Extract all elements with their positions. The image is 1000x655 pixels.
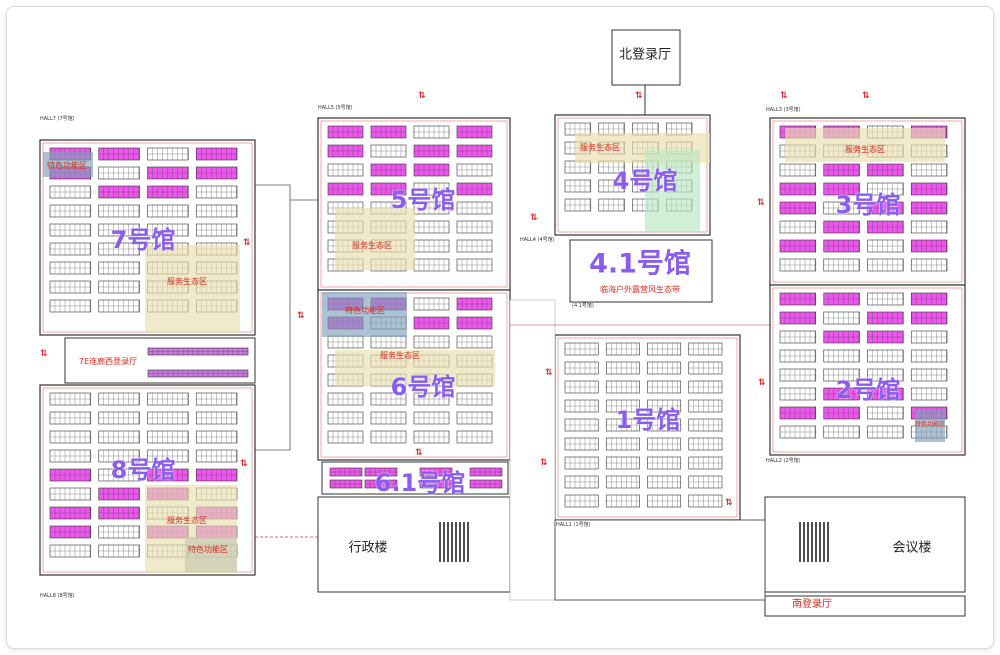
service-zone-8: 服务生态区 bbox=[167, 516, 207, 525]
conference-building[interactable]: 会议楼 bbox=[892, 540, 932, 556]
service-zone-4: 服务生态区 bbox=[580, 143, 620, 152]
hall-2-inner-wall bbox=[772, 287, 963, 453]
service-zone bbox=[785, 128, 945, 162]
admin-building[interactable]: 行政楼 bbox=[348, 540, 388, 556]
hall-8-label[interactable]: 8号馆 bbox=[110, 456, 176, 484]
north-entry-box bbox=[611, 29, 681, 86]
feature-zone-7: 特色功能区 bbox=[47, 161, 87, 170]
hall-6-label[interactable]: 6号馆 bbox=[390, 373, 456, 401]
entry-arrow-icon: ⇅ bbox=[40, 349, 48, 359]
hall-8-code: HALL8 (8号馆) bbox=[40, 593, 75, 599]
service-zone bbox=[145, 485, 237, 573]
feature-zone bbox=[915, 410, 945, 442]
west-corridor bbox=[255, 184, 291, 451]
hall-1-inner-wall bbox=[557, 337, 738, 518]
entry-arrow-icon: ⇅ bbox=[635, 91, 643, 101]
hall-6-1 bbox=[321, 461, 509, 495]
entry-arrow-icon: ⇅ bbox=[243, 238, 251, 248]
entry-arrow-icon: ⇅ bbox=[540, 458, 548, 468]
entry-arrow-icon: ⇅ bbox=[862, 91, 870, 101]
entry-arrow-icon: ⇅ bbox=[757, 198, 765, 208]
central-concourse bbox=[509, 299, 556, 601]
feature-zone-6: 特色功能区 bbox=[345, 306, 385, 315]
hall-7-code: HALL7 (7号馆) bbox=[40, 116, 75, 122]
feature-zone-2: 特色功能区 bbox=[914, 421, 946, 428]
hall-6-inner-wall bbox=[320, 292, 508, 458]
service-zone-3: 服务生态区 bbox=[845, 145, 885, 154]
hall-1-code: HALL1 (1号馆) bbox=[556, 522, 591, 528]
entry-arrow-icon: ⇅ bbox=[758, 378, 766, 388]
hall-4-1-label[interactable]: 4.1号馆 bbox=[589, 248, 691, 280]
hall-5-label[interactable]: 5号馆 bbox=[390, 186, 456, 214]
feature-zone bbox=[322, 292, 407, 337]
entry-arrow-icon: ⇅ bbox=[297, 311, 305, 321]
service-zone bbox=[145, 245, 240, 333]
hall-3-code: HALL3 (3号馆) bbox=[766, 107, 801, 113]
hall-4-code: HALL4 (4号馆) bbox=[520, 237, 555, 243]
hall-1-label[interactable]: 1号馆 bbox=[615, 406, 681, 434]
hall-3-label[interactable]: 3号馆 bbox=[835, 191, 901, 219]
conference-building-box bbox=[764, 496, 966, 593]
hall-3-inner-wall bbox=[772, 120, 963, 283]
entry-arrow-icon: ⇅ bbox=[545, 368, 553, 378]
entry-arrow-icon: ⇅ bbox=[240, 459, 248, 469]
hall-4-inner-wall bbox=[557, 117, 708, 233]
entry-arrow-icon: ⇅ bbox=[725, 498, 733, 508]
service-zone bbox=[335, 208, 415, 270]
hall-6-1-label[interactable]: 6.1号馆 bbox=[374, 469, 466, 497]
hall-4-1 bbox=[569, 239, 713, 303]
north-entry-hall[interactable]: 北登录厅 bbox=[618, 47, 672, 63]
feature-zone bbox=[43, 152, 93, 177]
entry-arrow-icon: ⇅ bbox=[530, 213, 538, 223]
south-entry-box bbox=[764, 595, 966, 617]
feature-zone-8: 特色功能区 bbox=[188, 545, 228, 554]
map-card bbox=[6, 6, 994, 649]
service-zone bbox=[335, 350, 495, 386]
hall-4-1-subtitle: 临海户外露营风生态带 bbox=[600, 285, 680, 294]
hall-2-code: HALL2 (2号馆) bbox=[766, 458, 801, 464]
south-plaza bbox=[554, 519, 766, 601]
hall-5-code: HALL5 (5号馆) bbox=[318, 105, 353, 111]
entry-arrow-icon: ⇅ bbox=[418, 91, 426, 101]
hall-5-inner-wall bbox=[320, 120, 508, 288]
green-zone bbox=[645, 150, 700, 232]
entry-arrow-icon: ⇅ bbox=[415, 448, 423, 458]
hall-7-label[interactable]: 7号馆 bbox=[110, 226, 176, 254]
service-zone-6: 服务生态区 bbox=[380, 351, 420, 360]
admin-building-box bbox=[317, 496, 511, 593]
entry-arrow-icon: ⇅ bbox=[780, 91, 788, 101]
hall-4-label[interactable]: 4号馆 bbox=[612, 167, 678, 195]
corridor-7e-entry[interactable]: 7E连廊西登录厅 bbox=[78, 357, 138, 366]
hall-4-1-code: (4.1号馆) bbox=[572, 303, 594, 309]
service-zone-5: 服务生态区 bbox=[352, 241, 392, 250]
hall-2-label[interactable]: 2号馆 bbox=[835, 376, 901, 404]
service-zone-7: 服务生态区 bbox=[167, 277, 207, 286]
south-entry-hall[interactable]: 南登录厅 bbox=[792, 599, 832, 610]
